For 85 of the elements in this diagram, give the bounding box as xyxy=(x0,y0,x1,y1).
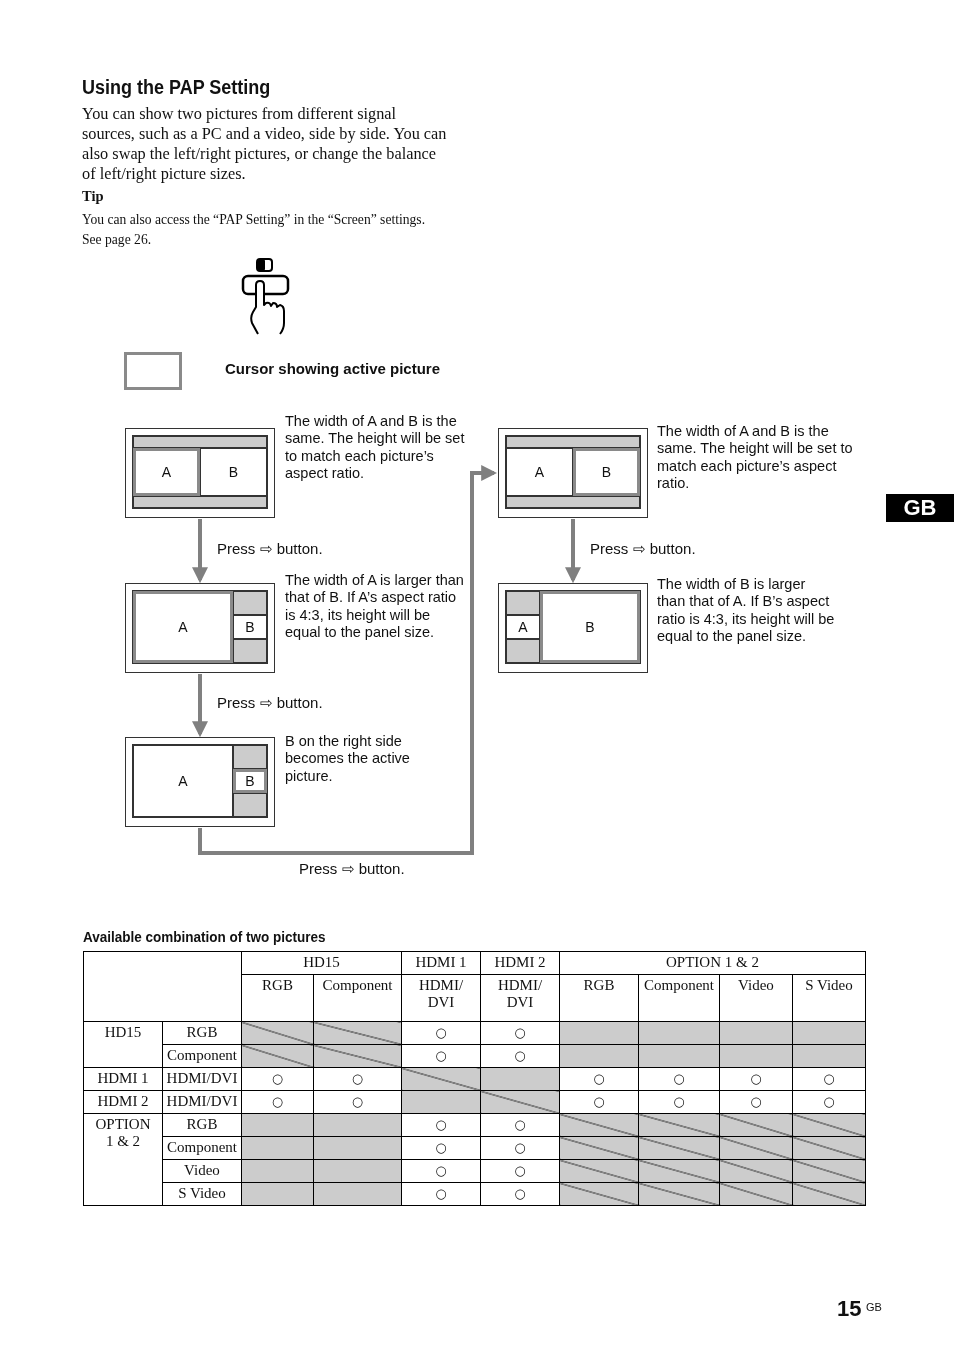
arrow xyxy=(198,465,498,855)
column-header: RGB xyxy=(583,977,615,993)
tip-heading: Tip xyxy=(82,188,104,205)
row-header: S Video xyxy=(178,1185,226,1201)
section-tab: GB xyxy=(886,494,954,522)
availability-mark: ○ xyxy=(435,1186,447,1201)
edge-label: Press ⇨ button. xyxy=(299,860,405,878)
picture-pane: B xyxy=(233,769,267,793)
picture-pane: A xyxy=(506,615,540,639)
description-text: B on the right side becomes the active picture. xyxy=(285,733,411,785)
availability-mark: ○ xyxy=(514,1163,526,1178)
column-header: RGB xyxy=(262,977,293,993)
page-heading: Using the PAP Setting xyxy=(82,76,271,99)
row-header: RGB xyxy=(186,1116,218,1132)
availability-mark: ○ xyxy=(514,1025,526,1040)
availability-mark: ○ xyxy=(435,1140,447,1155)
row-header: HDMI 1 xyxy=(97,1070,149,1086)
availability-mark: ○ xyxy=(823,1094,835,1109)
availability-mark: ○ xyxy=(435,1025,447,1040)
row-header: Video xyxy=(184,1162,220,1178)
row-header: HDMI 2 xyxy=(97,1093,149,1109)
intro-paragraph: You can show two pictures from different signal sources, such as a PC and a video, side by side. You can also swap the left/right pictures, or change the balance of left/right picture sizes. xyxy=(82,104,447,184)
availability-mark: ○ xyxy=(514,1117,526,1132)
description-text: The width of B is larger than that of A. If B’s aspect ratio is 4:3, its height will be equal to the panel size. xyxy=(657,576,836,646)
arrow xyxy=(192,519,208,584)
picture-pane: A xyxy=(506,448,573,496)
edge-label: Press ⇨ button. xyxy=(590,539,696,558)
availability-mark: ○ xyxy=(593,1071,605,1086)
page-number: 15 xyxy=(837,1296,862,1322)
picture-pane: A xyxy=(133,591,233,663)
column-header: HDMI/ DVI xyxy=(417,977,465,1011)
column-header: HDMI 2 xyxy=(494,954,546,970)
availability-mark: ○ xyxy=(435,1117,447,1132)
availability-mark: ○ xyxy=(750,1094,762,1109)
row-header: RGB xyxy=(186,1024,218,1040)
availability-mark: ○ xyxy=(351,1071,364,1086)
availability-mark: ○ xyxy=(435,1048,447,1063)
arrow xyxy=(565,519,581,584)
table-heading: Available combination of two pictures xyxy=(83,928,326,945)
availability-mark: ○ xyxy=(351,1094,364,1109)
column-header: Component xyxy=(644,977,714,993)
tip-text: You can also access the “PAP Setting” in the “Screen” settings. See page 26. xyxy=(82,211,427,249)
description-text: The width of A and B is the same. The height will be set to match each picture’s aspect ratio. xyxy=(285,413,465,483)
description-text: The width of A is larger than that of B. If A’s aspect ratio is 4:3, its height will be equal to the panel size. xyxy=(285,572,465,642)
monitor-screen xyxy=(125,428,275,518)
row-header: HDMI/DVI xyxy=(166,1070,238,1086)
picture-pane: A xyxy=(133,745,233,817)
row-header: HD15 xyxy=(104,1024,142,1040)
description-text: The width of A and B is the same. The height will be set to match each picture’s aspect ratio. xyxy=(657,423,854,493)
availability-mark: ○ xyxy=(823,1071,835,1086)
row-header: OPTION 1 & 2 xyxy=(94,1116,152,1150)
row-header: HDMI/DVI xyxy=(166,1093,238,1109)
picture-pane: B xyxy=(573,448,640,496)
monitor-screen xyxy=(125,583,275,673)
availability-mark: ○ xyxy=(673,1071,685,1086)
page-number-suffix: GB xyxy=(866,1301,882,1313)
edge-label: Press ⇨ button. xyxy=(217,694,323,712)
availability-mark: ○ xyxy=(593,1094,605,1109)
availability-mark: ○ xyxy=(514,1140,526,1155)
picture-pane: B xyxy=(200,448,267,496)
arrow xyxy=(192,674,208,738)
availability-mark: ○ xyxy=(271,1094,284,1109)
column-header: OPTION 1 & 2 xyxy=(666,954,759,970)
picture-pane: B xyxy=(233,615,267,639)
picture-pane: A xyxy=(133,448,200,496)
column-header: HDMI 1 xyxy=(415,954,467,970)
column-header: Component xyxy=(322,977,393,993)
availability-mark: ○ xyxy=(514,1048,526,1063)
picture-pane: B xyxy=(540,591,640,663)
availability-mark: ○ xyxy=(750,1071,762,1086)
column-header: HDMI/ DVI xyxy=(496,977,544,1011)
monitor-screen xyxy=(498,428,648,518)
column-header: S Video xyxy=(805,977,853,993)
monitor-screen xyxy=(498,583,648,673)
edge-label: Press ⇨ button. xyxy=(217,539,323,558)
availability-mark: ○ xyxy=(673,1094,685,1109)
column-header: Video xyxy=(738,977,774,993)
availability-mark: ○ xyxy=(435,1163,447,1178)
column-header: HD15 xyxy=(303,954,340,970)
availability-mark: ○ xyxy=(514,1186,526,1201)
row-header: Component xyxy=(167,1047,237,1063)
monitor-screen xyxy=(125,737,275,827)
availability-mark: ○ xyxy=(271,1071,284,1086)
row-header: Component xyxy=(167,1139,237,1155)
legend-text: Cursor showing active picture xyxy=(225,360,441,377)
